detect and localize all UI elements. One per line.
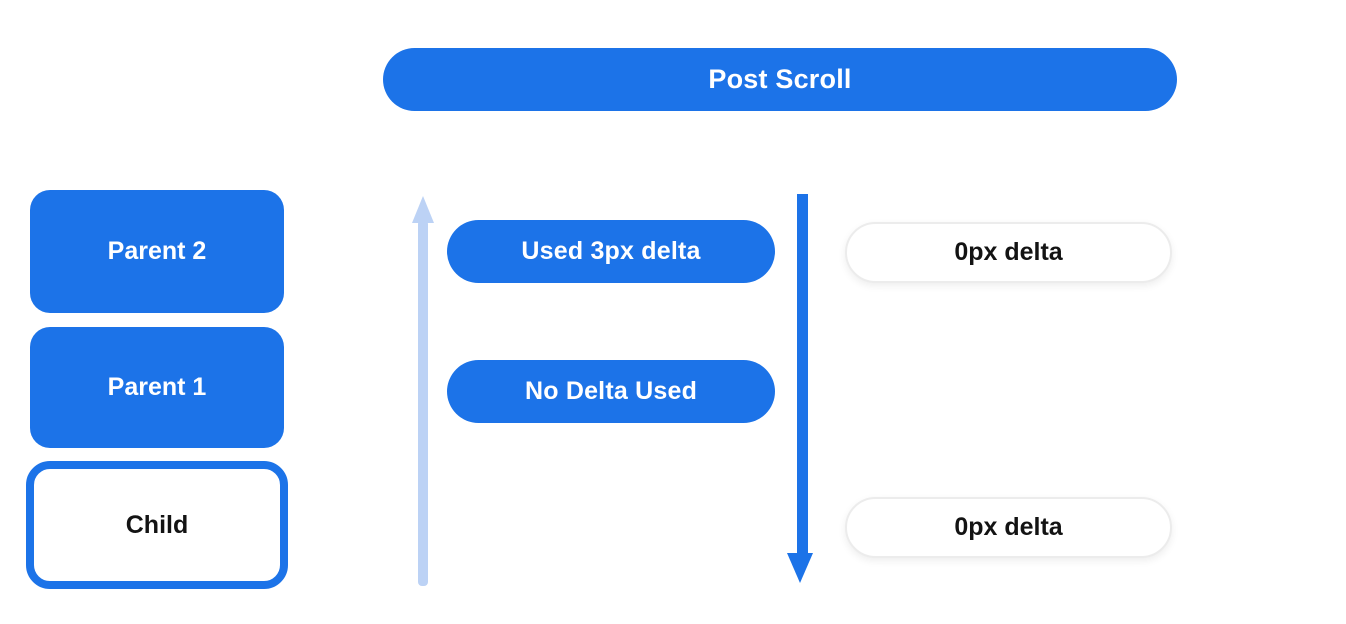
used-3px-delta-pill: Used 3px delta — [447, 220, 775, 283]
box-child: Child — [26, 461, 288, 589]
no-delta-used-pill: No Delta Used — [447, 360, 775, 423]
box-parent-1: Parent 1 — [30, 327, 284, 448]
zero-delta-pill-top: 0px delta — [845, 222, 1172, 283]
scroll-up-arrow-shaft — [418, 220, 428, 586]
post-scroll-banner: Post Scroll — [383, 48, 1177, 111]
scroll-down-arrow-icon — [787, 553, 813, 583]
scroll-down-arrow-shaft — [797, 194, 808, 555]
scroll-up-arrow-icon — [412, 196, 434, 223]
zero-delta-pill-bottom: 0px delta — [845, 497, 1172, 558]
box-parent-2: Parent 2 — [30, 190, 284, 313]
